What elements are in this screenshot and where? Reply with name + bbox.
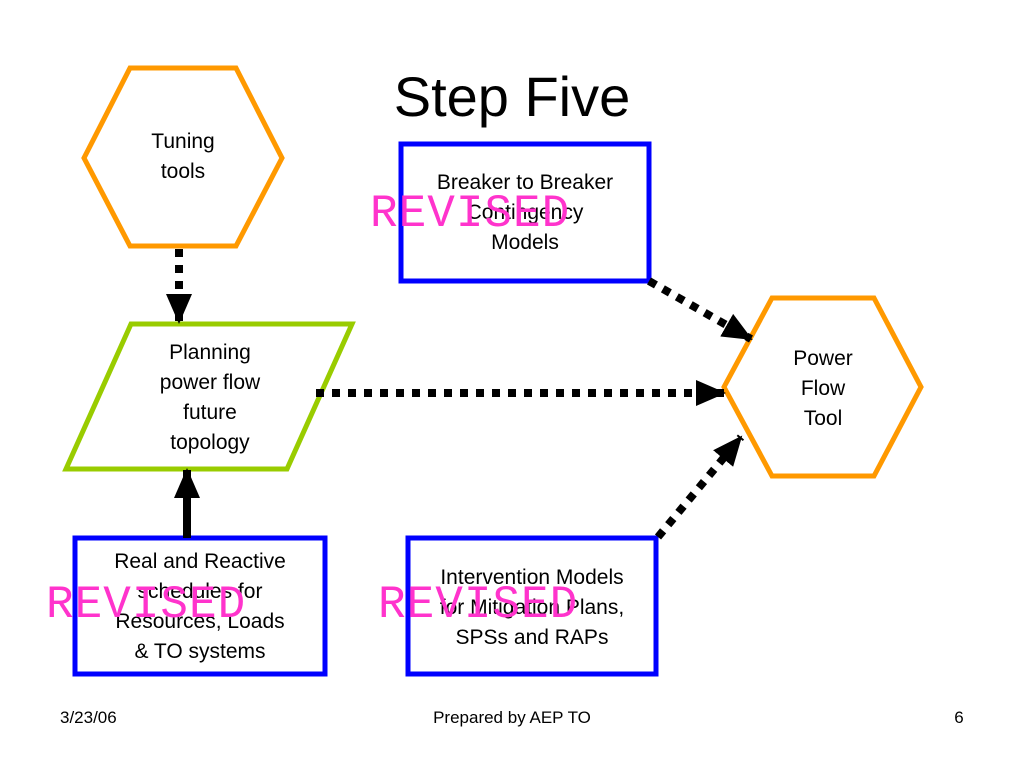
intervention-models-label: Intervention Models for Mitigation Plans… <box>410 561 654 655</box>
connector-breaker-to-power-flow <box>647 277 753 343</box>
planning-parallelogram <box>62 321 356 472</box>
planning-line-3: future <box>183 401 237 424</box>
breaker-models-label: Breaker to Breaker Contingency Models <box>404 166 646 260</box>
planning-label: Planning power flow future topology <box>124 336 296 460</box>
power-flow-line-3: Tool <box>803 407 843 430</box>
tuning-tools-hexagon <box>81 65 285 249</box>
intervention-line-3: SPSs and RAPs <box>455 626 609 649</box>
schedules-line-1: Real and Reactive <box>114 550 286 573</box>
footer-page-number: 6 <box>954 708 964 727</box>
footer-prepared-by: Prepared by AEP TO <box>433 708 591 727</box>
intervention-models-box <box>405 535 659 677</box>
planning-line-1: Planning <box>169 341 251 364</box>
revised-stamp-schedules: REVISED <box>46 579 247 631</box>
slide-title: Step Five <box>393 65 631 128</box>
schedules-line-4: & TO systems <box>134 640 266 663</box>
planning-line-2: power flow <box>159 371 261 394</box>
breaker-line-2: Contingency <box>466 201 584 224</box>
intervention-line-1: Intervention Models <box>440 566 624 589</box>
planning-line-4: topology <box>170 431 250 454</box>
power-flow-tool-hexagon <box>721 295 924 479</box>
schedules-box <box>72 535 328 677</box>
revised-stamp-breaker: REVISED <box>370 188 571 240</box>
revised-stamp-intervention: REVISED <box>378 579 579 631</box>
tuning-tools-line-1: Tuning <box>151 130 215 153</box>
schedules-line-2: schedules for <box>137 580 263 603</box>
intervention-line-2: for Mitigation Plans, <box>439 596 625 619</box>
tuning-tools-line-2: tools <box>160 160 206 183</box>
footer-date: 3/23/06 <box>60 708 117 727</box>
power-flow-line-2: Flow <box>800 377 846 400</box>
connector-intervention-to-power-flow <box>654 434 745 540</box>
tuning-tools-label: Tuning tools <box>110 125 256 189</box>
power-flow-tool-label: Power Flow Tool <box>764 342 882 436</box>
power-flow-line-1: Power <box>793 347 853 370</box>
breaker-models-box <box>398 141 652 284</box>
breaker-line-1: Breaker to Breaker <box>436 171 614 194</box>
breaker-line-3: Models <box>491 231 559 254</box>
schedules-line-3: Resources, Loads <box>115 610 285 633</box>
schedules-label: Real and Reactive schedules for Resource… <box>78 545 322 669</box>
